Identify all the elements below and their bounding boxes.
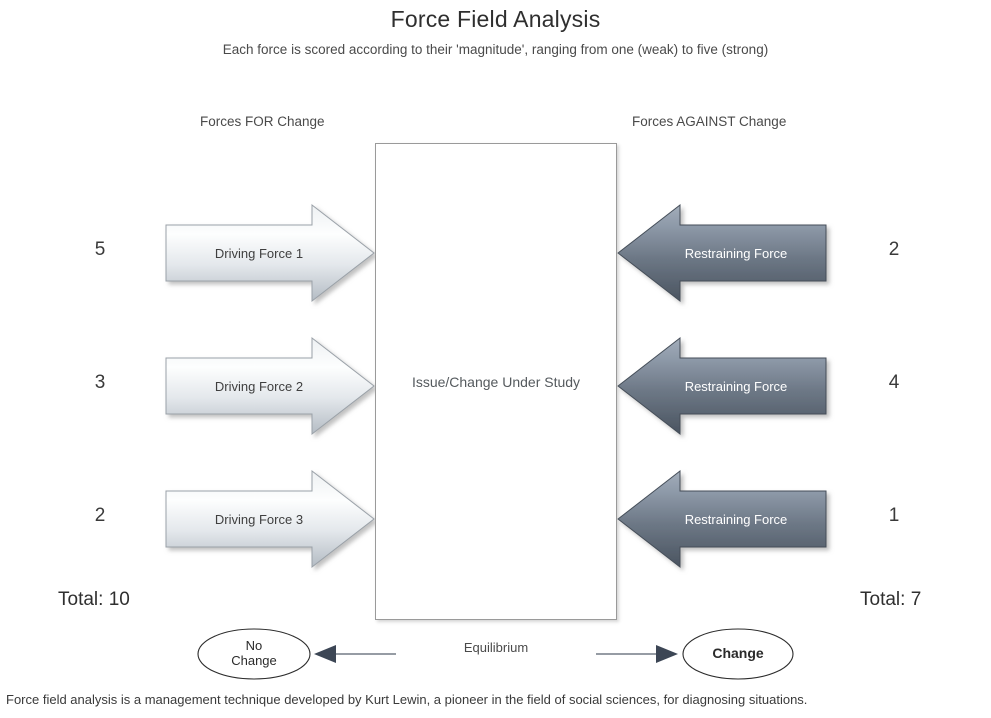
- arrow-shape-left: [617, 203, 827, 303]
- arrow-shape-right: [165, 203, 375, 303]
- driving-force-score: 5: [94, 239, 106, 260]
- total-driving-forces: Total: 10: [58, 589, 130, 610]
- restraining-force-score: 1: [888, 505, 900, 526]
- change-ellipse: [682, 628, 794, 680]
- issue-under-study-box: Issue/Change Under Study: [375, 143, 617, 620]
- no-change-ellipse: [197, 628, 311, 680]
- restraining-force-score: 4: [888, 372, 900, 393]
- driving-force-arrow[interactable]: Driving Force 1: [164, 203, 376, 303]
- footer-note: Force field analysis is a management tec…: [6, 692, 808, 707]
- total-restraining-forces: Total: 7: [860, 589, 922, 610]
- driving-force-arrow[interactable]: Driving Force 2: [164, 336, 376, 436]
- restraining-force-arrow[interactable]: Restraining Force: [616, 469, 828, 569]
- restraining-force-arrow[interactable]: Restraining Force: [616, 336, 828, 436]
- heading-forces-for-change: Forces FOR Change: [200, 114, 325, 129]
- equilibrium-arrowhead-right: [656, 645, 678, 663]
- arrow-shape-left: [617, 469, 827, 569]
- restraining-force-arrow[interactable]: Restraining Force: [616, 203, 828, 303]
- page-subtitle: Each force is scored according to their …: [222, 42, 769, 57]
- issue-under-study-label: Issue/Change Under Study: [411, 373, 581, 390]
- page-title: Force Field Analysis: [390, 6, 601, 32]
- equilibrium-label: Equilibrium: [396, 640, 596, 655]
- equilibrium-diagram: [197, 628, 794, 680]
- equilibrium-arrowhead-left: [314, 645, 336, 663]
- arrow-shape-left: [617, 336, 827, 436]
- driving-force-score: 3: [94, 372, 106, 393]
- driving-force-arrow[interactable]: Driving Force 3: [164, 469, 376, 569]
- restraining-force-score: 2: [888, 239, 900, 260]
- heading-forces-against-change: Forces AGAINST Change: [632, 114, 787, 129]
- arrow-shape-right: [165, 336, 375, 436]
- arrow-shape-right: [165, 469, 375, 569]
- driving-force-score: 2: [94, 505, 106, 526]
- force-row: 5 Driving Force 1: [0, 203, 991, 303]
